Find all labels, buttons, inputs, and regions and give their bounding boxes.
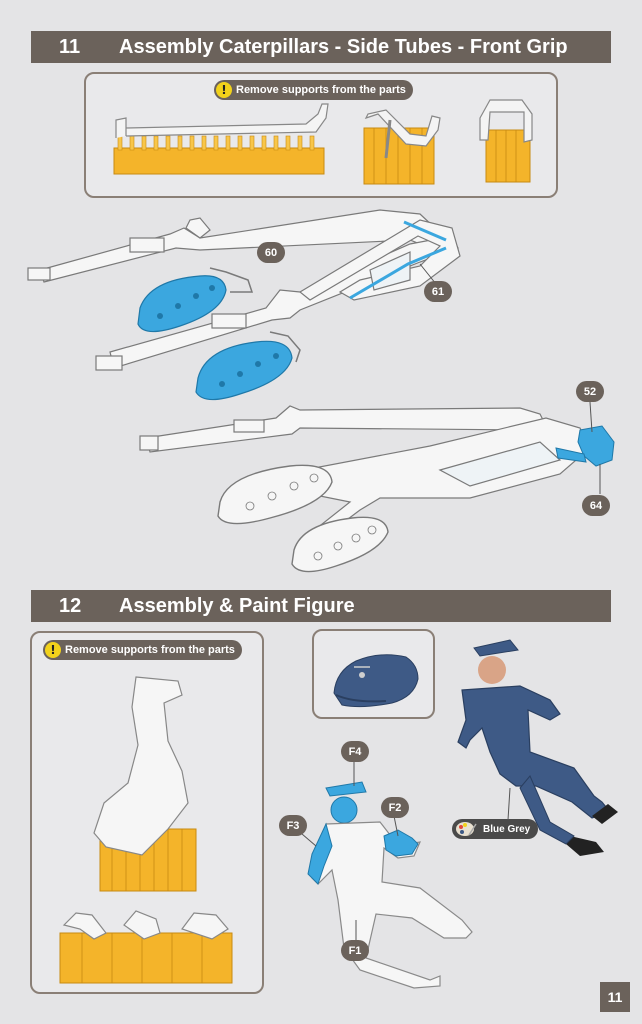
bracket-on-supports	[479, 99, 533, 183]
caterpillar-track-middle	[195, 331, 301, 401]
part-61-blue-tube	[349, 246, 447, 300]
caterpillar-track-lower-2	[291, 516, 389, 573]
caterpillar-assembly-lower-illustration	[139, 401, 615, 573]
callout-part-60: 60	[257, 242, 285, 263]
front-grip-on-supports	[363, 109, 441, 185]
step-12-number: 12	[59, 594, 82, 617]
callout-part-f4: F4	[341, 741, 369, 762]
supports-panel-top	[84, 72, 558, 198]
paint-tag-blue-grey: Blue Grey	[452, 819, 539, 839]
warning-icon: !	[216, 82, 232, 98]
step-11-number: 11	[59, 35, 81, 58]
remove-supports-text-top: Remove supports from the parts	[236, 84, 406, 96]
painted-figure-image	[457, 639, 618, 856]
figure-arms-on-supports	[62, 910, 229, 940]
painted-cap-image	[333, 654, 419, 708]
side-tube-lower	[139, 405, 547, 453]
step-11-header: 11 Assembly Caterpillars - Side Tubes - …	[31, 31, 611, 63]
callout-part-f3: F3	[279, 815, 307, 836]
remove-supports-text-bottom: Remove supports from the parts	[65, 644, 235, 656]
figure-legs-on-supports	[59, 676, 233, 984]
warning-icon: !	[45, 642, 61, 658]
callout-part-f1: F1	[341, 940, 369, 961]
caterpillar-track-upper	[137, 267, 254, 333]
step-12-header: 12 Assembly & Paint Figure	[31, 590, 611, 622]
supports-parts-illustration	[113, 99, 533, 185]
cap-panel	[312, 629, 435, 719]
paint-label: Blue Grey	[483, 823, 531, 835]
callout-part-61: 61	[424, 281, 452, 302]
side-rail-on-supports	[113, 103, 329, 175]
callout-part-64: 64	[582, 495, 610, 516]
part-61-blue-tube-2	[403, 220, 447, 242]
callout-part-f2: F2	[381, 797, 409, 818]
supports-panel-figure	[30, 631, 264, 994]
callout-52-leader	[589, 401, 593, 433]
step-11-title: Assembly Caterpillars - Side Tubes - Fro…	[119, 35, 568, 58]
frame-lower	[270, 417, 591, 541]
paint-palette-icon	[456, 822, 477, 836]
part-52-front-grip-blue	[555, 425, 615, 467]
page-number: 11	[600, 982, 630, 1012]
caterpillar-assembly-upper-illustration	[27, 209, 461, 401]
callout-part-52: 52	[576, 381, 604, 402]
remove-supports-notice-top: ! Remove supports from the parts	[214, 80, 413, 100]
step-12-title: Assembly & Paint Figure	[119, 594, 355, 617]
caterpillar-track-lower-1	[217, 464, 333, 525]
remove-supports-notice-bottom: ! Remove supports from the parts	[43, 640, 242, 660]
callout-61-leader	[419, 263, 437, 285]
